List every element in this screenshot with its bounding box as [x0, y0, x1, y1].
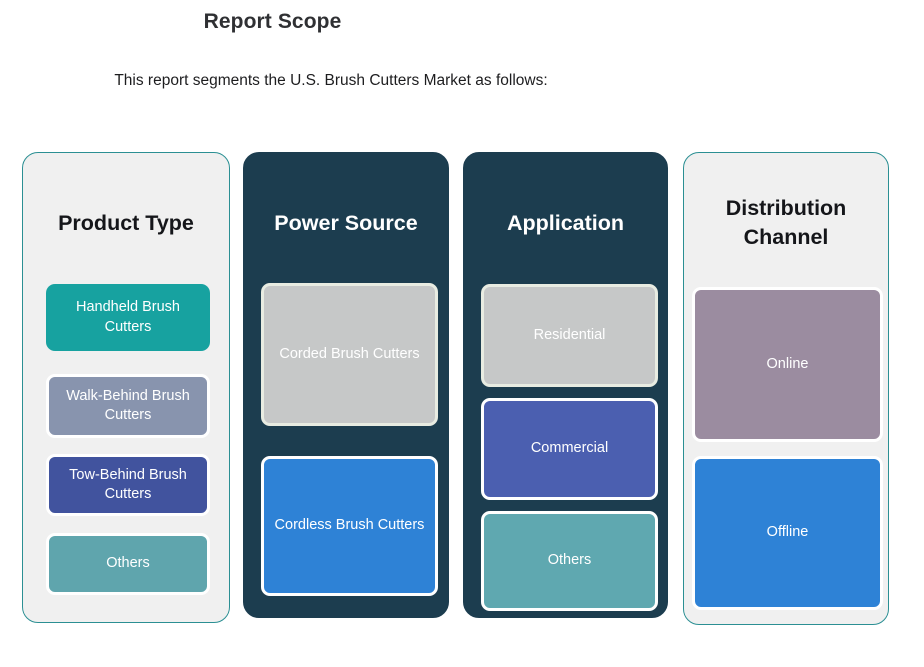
segment-columns: Product Type Handheld Brush Cutters Walk… — [0, 152, 924, 632]
segment-chip-residential[interactable]: Residential — [481, 284, 658, 387]
segment-column-application: Application Residential Commercial Other… — [463, 152, 668, 618]
segment-chip-corded-brush-cutters[interactable]: Corded Brush Cutters — [261, 283, 438, 426]
segment-chip-application-others[interactable]: Others — [481, 511, 658, 611]
segment-chip-offline[interactable]: Offline — [692, 456, 883, 610]
segment-chip-tow-behind-brush-cutters[interactable]: Tow-Behind Brush Cutters — [46, 454, 210, 516]
segment-chip-commercial[interactable]: Commercial — [481, 398, 658, 500]
segment-column-title: Distribution Channel — [725, 196, 847, 249]
segment-column-title: Application — [506, 211, 625, 235]
segment-chip-walk-behind-brush-cutters[interactable]: Walk-Behind Brush Cutters — [46, 374, 210, 438]
segment-chip-online[interactable]: Online — [692, 287, 883, 442]
page-subtitle: This report segments the U.S. Brush Cutt… — [114, 72, 548, 89]
segment-column-title: Product Type — [58, 211, 194, 235]
segment-chip-handheld-brush-cutters[interactable]: Handheld Brush Cutters — [46, 284, 210, 351]
segment-chip-cordless-brush-cutters[interactable]: Cordless Brush Cutters — [261, 456, 438, 596]
segment-column-title: Power Source — [274, 211, 418, 235]
page-title: Report Scope — [203, 10, 342, 33]
segment-chip-product-type-others[interactable]: Others — [46, 533, 210, 595]
segment-column-product-type: Product Type Handheld Brush Cutters Walk… — [22, 152, 230, 623]
segment-column-distribution-channel: Distribution Channel Online Offline — [683, 152, 889, 625]
segment-column-power-source: Power Source Corded Brush Cutters Cordle… — [243, 152, 449, 618]
